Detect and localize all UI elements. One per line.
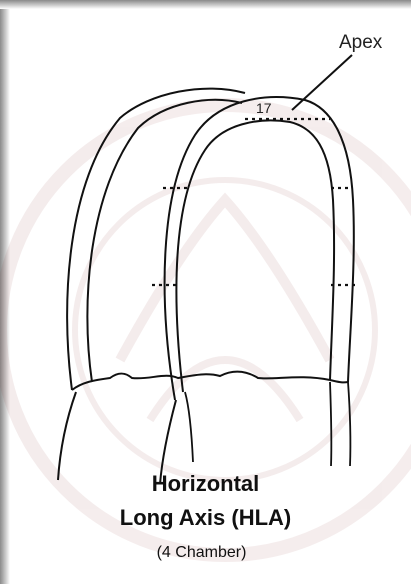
lower-line-right-inner [330, 382, 331, 466]
lower-line-right-outer [348, 382, 350, 466]
base-cut-edge [72, 372, 330, 390]
ventricle-inner-contour [176, 120, 334, 392]
lower-line-left-outer [58, 392, 76, 480]
segment-17-label: 17 [256, 100, 272, 116]
caption-subtitle: (4 Chamber) [0, 544, 407, 562]
caption-title-line1: Horizontal [0, 471, 411, 497]
lower-line-inner [185, 392, 193, 462]
apex-label: Apex [339, 32, 383, 53]
base-cut-edge-right [330, 380, 348, 382]
apex-pointer-line [292, 55, 352, 110]
caption-title-line2: Long Axis (HLA) [0, 505, 411, 531]
